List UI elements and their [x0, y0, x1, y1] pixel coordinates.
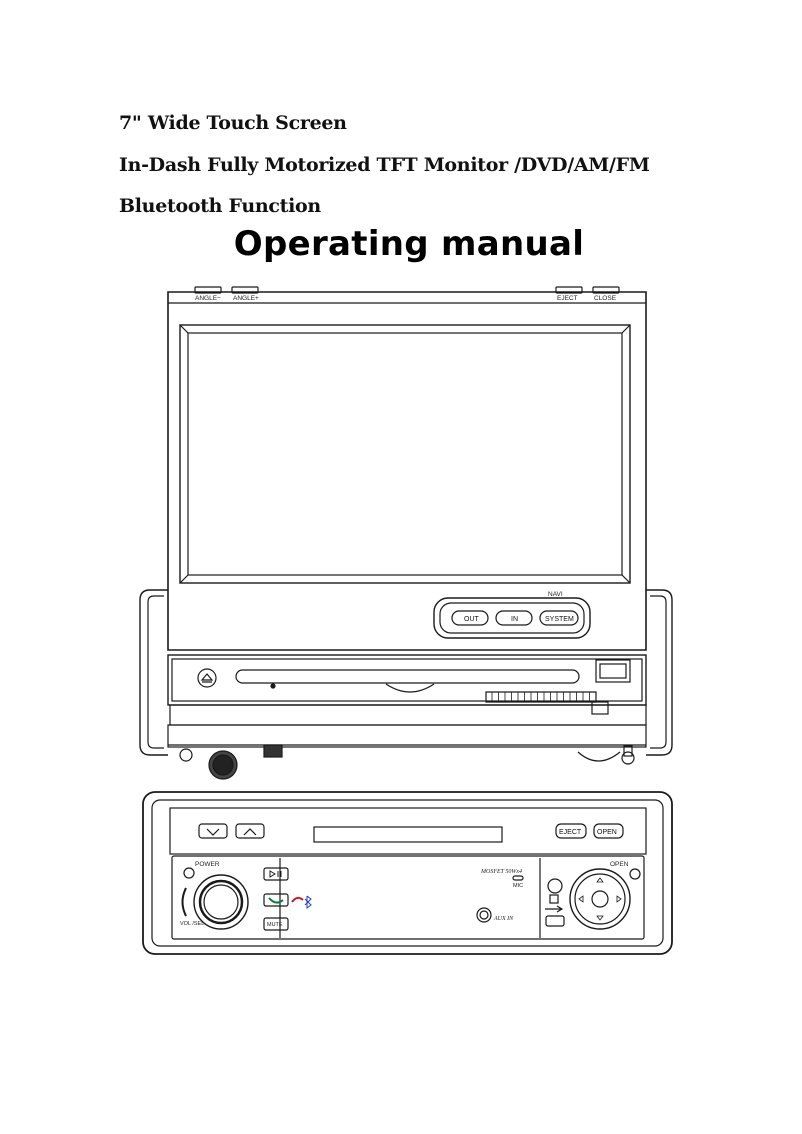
- navi-in-button[interactable]: [495, 610, 533, 626]
- open-label: OPEN: [610, 861, 629, 868]
- angle-minus-label: ANGLE−: [195, 295, 221, 302]
- monitor-unit: ANGLE− ANGLE+ EJECT CLOSE NAVI OUT IN SY…: [139, 286, 673, 780]
- power-icon[interactable]: [183, 867, 195, 879]
- navi-system-label: SYSTEM: [545, 616, 574, 623]
- navi-system-button[interactable]: [539, 610, 579, 626]
- usb-icon: [545, 905, 564, 913]
- navi-label: NAVI: [548, 591, 563, 598]
- volume-knob[interactable]: [193, 874, 249, 930]
- play-pause-button[interactable]: [263, 867, 289, 881]
- seek-down-button[interactable]: [198, 823, 228, 839]
- disc-slot: [235, 669, 580, 684]
- panel-open-button[interactable]: [593, 823, 624, 839]
- seek-up-button[interactable]: [235, 823, 265, 839]
- close-top-label: CLOSE: [594, 295, 617, 302]
- usb-port[interactable]: [545, 915, 565, 927]
- panel-eject-label: EJECT: [559, 829, 582, 836]
- navigation-pad[interactable]: [569, 868, 631, 930]
- spec-line-bluetooth: Bluetooth Function: [119, 195, 321, 217]
- call-button[interactable]: [263, 893, 289, 907]
- eject-button[interactable]: [197, 668, 217, 688]
- display-window: [313, 826, 503, 843]
- brand-text: MOSFET 50Wx4: [480, 868, 522, 875]
- spec-line-screen: 7" Wide Touch Screen: [119, 112, 347, 134]
- hangup-icon: [291, 896, 304, 903]
- navi-out-button[interactable]: [451, 610, 489, 626]
- mic-label: MIC: [513, 883, 523, 889]
- vol-label: VOL /SEL: [180, 921, 204, 927]
- angle-plus-label: ANGLE+: [233, 295, 259, 302]
- panel-eject-button[interactable]: [555, 823, 587, 839]
- sd-card-slot[interactable]: [547, 878, 563, 894]
- open-icon[interactable]: [629, 868, 641, 880]
- mute-button[interactable]: [263, 917, 289, 931]
- panel-open-label: OPEN: [597, 829, 617, 836]
- front-panel: EJECT OPEN POWER VOL /SEL MUTE MOSFET 50…: [142, 791, 673, 955]
- navi-in-label: IN: [511, 616, 518, 623]
- document-title: Operating manual: [233, 224, 585, 264]
- spec-line-monitor: In-Dash Fully Motorized TFT Monitor /DVD…: [119, 154, 650, 176]
- bluetooth-icon: [304, 895, 312, 909]
- aux-in-jack[interactable]: [476, 907, 492, 923]
- aux-in-label: AUX IN: [493, 916, 514, 922]
- mute-label: MUTE: [267, 922, 283, 928]
- power-label: POWER: [195, 861, 220, 868]
- eject-top-label: EJECT: [557, 295, 578, 302]
- navi-out-label: OUT: [464, 616, 480, 623]
